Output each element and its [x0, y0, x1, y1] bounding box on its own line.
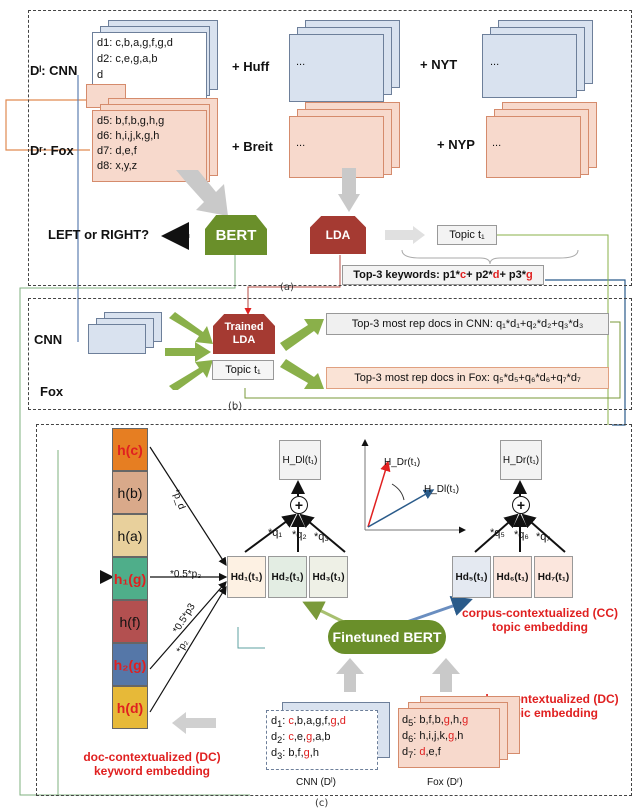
cnn-doc-3: d: [97, 69, 104, 81]
breit-ellipsis: ...: [296, 137, 306, 149]
b-green-arrows-out: [280, 319, 324, 389]
breit-doc-front: [289, 116, 384, 178]
lda-block: LDA: [310, 216, 366, 254]
fox-rep-docs-box: Top-3 most rep docs in Fox: q₅*d₅+q₆*d₆+…: [326, 367, 609, 389]
plus-breit: + Breit: [232, 139, 273, 154]
c-fox-doc-5: d5: b,f,b,g,h,g: [402, 714, 469, 729]
kw-mid1: + p2*: [466, 269, 493, 281]
keyword-embedding-cell: h₂(g): [112, 643, 148, 686]
q6-label: *q₆: [514, 529, 529, 541]
sum-node-left: +: [290, 496, 308, 514]
fox-corpus-label: Dʳ: Fox: [30, 143, 74, 158]
fox-doc-7: d7: d,e,f: [97, 145, 137, 157]
nyp-doc-front: [486, 116, 581, 178]
trained-lda-block: Trained LDA: [213, 314, 275, 354]
b-green-arrows-in: [165, 312, 213, 390]
kw-g: g: [526, 269, 533, 281]
keyword-brace: [401, 249, 579, 265]
panel-c: [36, 424, 632, 796]
bert-block: BERT: [205, 215, 267, 255]
c-fox-doc-front: [398, 708, 500, 768]
q5-label: *q₅: [490, 527, 505, 539]
keyword-embedding-cell: h(d): [112, 686, 148, 729]
hdr-box: H_Dr(t₁): [500, 440, 542, 480]
right-arrow-topic: [385, 226, 425, 244]
finetuned-bert-block: Finetuned BERT: [328, 620, 446, 654]
huff-ellipsis: ...: [296, 56, 306, 68]
cnn-rep-docs-box: Top-3 most rep docs in CNN: q₁*d₁+q₂*d₂+…: [326, 313, 609, 335]
fox-doc-5: d5: b,f,b,g,h,g: [97, 115, 165, 127]
cnn-doc-1: d1: c,b,a,g,f,g,d: [97, 37, 173, 49]
keyword-embedding-cell: h₁(g): [112, 557, 148, 600]
plus-huff: + Huff: [232, 59, 270, 74]
q1-label: *q₁: [268, 527, 283, 539]
panel-a: [28, 10, 632, 286]
c-fox-docs-label: Fox (Dʳ): [427, 777, 463, 788]
b-cnn-doc-front: [88, 324, 146, 354]
panel-b: [28, 298, 632, 410]
vector-dr-label: H_Dr(t₁): [384, 457, 421, 468]
plus-nyt: + NYT: [420, 57, 458, 72]
keyword-embedding-cell: h(f): [112, 600, 148, 643]
c-cnn-doc-2: d2: c,e,g,a,b: [271, 731, 331, 746]
c-fox-doc-7: d7: d,e,f: [402, 746, 441, 761]
hd2-box: Hd₂(t₁): [268, 556, 307, 598]
c-cnn-doc-1: d1: c,b,a,g,f,g,d: [271, 715, 346, 730]
nyt-doc-front: [482, 34, 577, 98]
hd7-box: Hd₇(t₁): [534, 556, 573, 598]
topic-box-b: Topic t₁: [212, 360, 274, 380]
q3-label: *q₃: [314, 531, 329, 543]
keyword-embedding-cell: h(c): [112, 428, 148, 471]
hd6-box: Hd₆(t₁): [493, 556, 532, 598]
left-or-right-label: LEFT or RIGHT?: [48, 227, 150, 242]
q2-label: *q₂: [292, 529, 307, 541]
kw-mid2: + p3*: [499, 269, 527, 281]
panel-c-caption: (c): [315, 798, 329, 809]
kw-prefix: Top-3 keywords: p1*: [353, 269, 460, 281]
keyword-embedding-cell: h(b): [112, 471, 148, 514]
panel-b-cnn-label: CNN: [34, 332, 63, 347]
topic-box-a: Topic t₁: [437, 225, 497, 245]
vector-dl-label: H_Dl(t₁): [424, 484, 460, 495]
down-arrow-bert: [176, 170, 228, 216]
keyword-embedding-cell: h(a): [112, 514, 148, 557]
sum-node-right: +: [512, 496, 530, 514]
cnn-doc-2: d2: c,e,g,a,b: [97, 53, 158, 65]
down-arrow-lda: [338, 168, 360, 212]
c-cnn-doc-3: d3: b,f,g,h: [271, 747, 319, 762]
cc-topic-embedding-label: corpus-contextualized (CC) topic embeddi…: [461, 606, 618, 634]
hdl-box: H_Dl(t₁): [279, 440, 321, 480]
dc-keyword-embedding-label: doc-contextualized (DC) keyword embeddin…: [83, 750, 221, 778]
weight-p3a: *0.5*p₃: [170, 569, 202, 580]
kw-c: c: [459, 269, 467, 281]
top3-keywords-box: Top-3 keywords: p1*c + p2*d + p3*g: [342, 265, 544, 285]
panel-b-fox-label: Fox: [40, 384, 64, 399]
nyt-ellipsis: ...: [490, 56, 500, 68]
panel-a-caption: (a): [280, 282, 294, 293]
plus-nyp: + NYP: [437, 137, 475, 152]
hd5-box: Hd₅(t₁): [452, 556, 491, 598]
c-cnn-docs-label: CNN (Dˡ): [296, 777, 336, 788]
c-fox-doc-6: d6: h,i,j,k,g,h: [402, 730, 464, 745]
left-arrow-docs: [172, 712, 216, 734]
bert-input-arrows: [336, 658, 460, 692]
c-cnn-doc-front: [266, 710, 378, 770]
kw-d: d: [492, 269, 500, 281]
huff-doc-front: [289, 34, 384, 102]
nyp-ellipsis: ...: [492, 137, 502, 149]
hd1-box: Hd₁(t₁): [227, 556, 266, 598]
q7-label: *q₇: [536, 531, 551, 543]
fox-doc-8: d8: x,y,z: [97, 160, 138, 172]
fox-doc-6: d6: h,i,j,k,g,h: [97, 130, 160, 142]
cnn-corpus-label: Dˡ: CNN: [30, 63, 78, 78]
panel-b-caption: (b): [228, 401, 243, 412]
hd3-box: Hd₃(t₁): [309, 556, 348, 598]
